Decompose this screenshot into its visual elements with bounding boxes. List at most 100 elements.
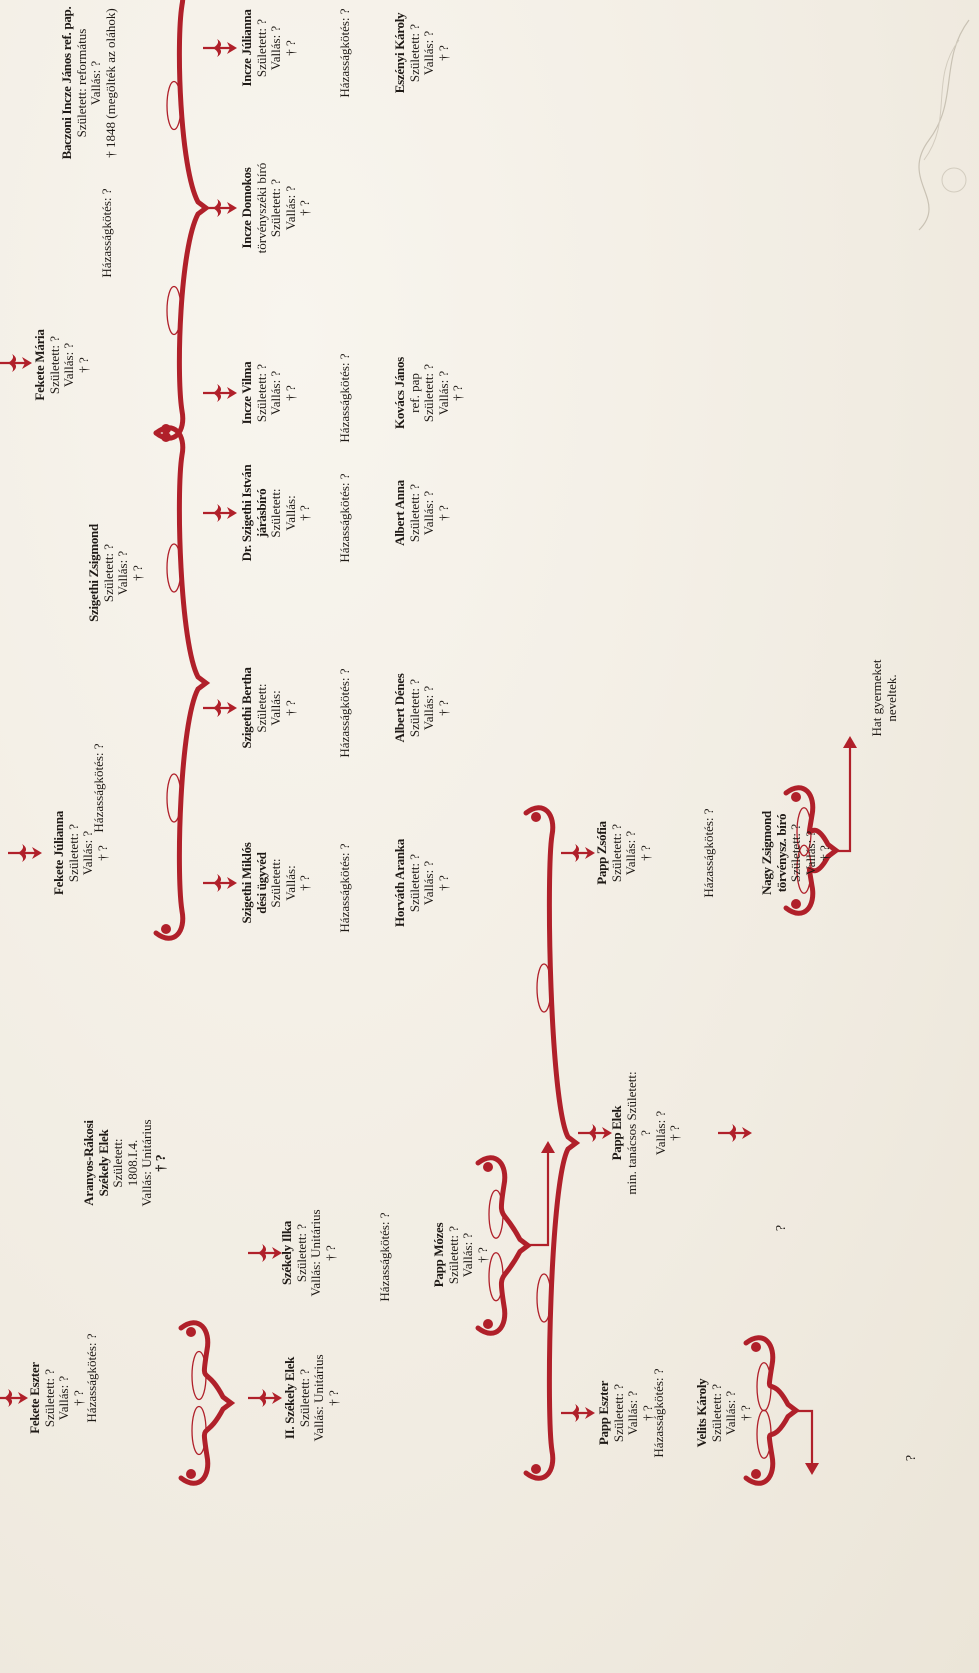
marriage-label: Házasságkötés: ? — [91, 743, 106, 833]
marker-arrow-icon — [227, 387, 237, 399]
ornament-loop — [166, 285, 182, 336]
note-unknown-children-2: ? — [774, 1224, 789, 1232]
person-nagy-zsigmond: Nagy Zsigmond törvénysz. bíró Született:… — [759, 811, 832, 895]
person-papp-elek: Papp Elek min. tanácsos Született: ? Val… — [609, 1071, 682, 1195]
connector-line — [835, 743, 852, 853]
marker-arrow-icon — [227, 507, 237, 519]
person-incze-domokos: Incze Domokos törvényszéki bíró Születet… — [239, 162, 312, 254]
marker-arrow-icon — [585, 847, 595, 859]
fleur-icon — [588, 1124, 597, 1142]
ornament-loop — [536, 1273, 552, 1323]
ornament-dot-icon — [751, 1469, 761, 1479]
ornament-dot-icon — [186, 1469, 196, 1479]
fleur-icon — [571, 1404, 580, 1422]
ornament-loop — [191, 1350, 207, 1401]
person-name: Fekete Eszter — [27, 1362, 42, 1434]
ornament-brace — [153, 425, 211, 941]
marriage-label: Házasságkötés: ? — [337, 8, 352, 98]
ornament-loop — [166, 80, 182, 131]
fleur-icon — [213, 874, 222, 892]
connector-line — [525, 1153, 550, 1247]
person-incze-vilma: Incze Vilma Született: ? Vallás: ? † ? — [239, 361, 298, 425]
fleur-icon — [258, 1389, 267, 1407]
ornament-loop — [488, 1252, 504, 1302]
ornament-dot-icon — [186, 1327, 196, 1337]
marker-arrow-icon — [742, 1127, 752, 1139]
person-eszenyi-karoly: Eszényi Károly Született: ? Vallás: ? † … — [392, 12, 451, 94]
ornament-dot-icon — [531, 1464, 541, 1474]
fleur-icon — [213, 39, 222, 57]
marriage-label: Házasságkötés: ? — [701, 808, 716, 898]
ornament-loop — [796, 844, 812, 894]
marriage-label: Házasságkötés: ? — [377, 1212, 392, 1302]
marriage-label: Házasságkötés: ? — [84, 1333, 99, 1423]
marker-arrow-icon — [272, 1247, 282, 1259]
ornament-loop — [166, 543, 182, 593]
person-szigethi-zsigmond: Szigethi Zsigmond Született: ? Vallás: ?… — [86, 524, 145, 622]
note-unknown-children-1: ? — [904, 1454, 919, 1462]
person-papp-mozes: Papp Mózes Született: ? Vallás: ? † ? — [431, 1222, 490, 1288]
marker-arrow-icon — [585, 1407, 595, 1419]
ornament-dot-icon — [161, 424, 171, 434]
ornament-dot-icon — [531, 812, 541, 822]
ornament-brace — [153, 0, 211, 441]
ornament-dot-icon — [791, 899, 801, 909]
person-papp-zsofia: Papp Zsófia Született: ? Vallás: ? † ? — [594, 821, 653, 885]
marker-arrow-icon — [18, 1392, 28, 1404]
marriage-label: Házasságkötés: ? — [651, 1368, 666, 1458]
fleur-icon — [213, 199, 222, 217]
ornament-loop — [166, 773, 182, 823]
connector-arrow-icon — [805, 1463, 819, 1475]
connector-arrow-icon — [541, 1141, 555, 1153]
person-albert-anna: Albert Anna Született: ? Vallás: ? † ? — [392, 480, 451, 546]
ornament-loop — [756, 1362, 772, 1412]
marker-arrow-icon — [272, 1392, 282, 1404]
fleur-icon — [8, 354, 17, 372]
ornament-dot-icon — [791, 792, 801, 802]
person-papp-eszter: Papp Eszter Született: ? Vallás: ? † ? — [596, 1380, 655, 1446]
person-fekete-eszter: Fekete Eszter Született: ? Vallás: ? † ? — [27, 1343, 86, 1453]
person-born: Született: ? — [41, 1368, 57, 1428]
fleur-icon — [18, 844, 27, 862]
marriage-label: Házasságkötés: ? — [99, 188, 114, 278]
person-aranyos-szekely-elek: Aranyos-Rákosi Székely Elek Született: 1… — [81, 1119, 169, 1207]
ornament-dot-icon — [483, 1319, 493, 1329]
ornament-loop — [796, 807, 812, 857]
person-baczoni-incze-janos: Baczoni Incze János ref. pap. Született:… — [59, 6, 118, 160]
person-ii-szekely-elek: II. Székely Elek Született: ? Vallás: Un… — [282, 1354, 341, 1442]
person-velits-karoly: Velits Károly Született: ? Vallás: ? † ? — [694, 1378, 753, 1448]
ornament-brace — [178, 1320, 236, 1486]
marriage-label: Házasságkötés: ? — [337, 843, 352, 933]
fleur-icon — [571, 844, 580, 862]
ornament-dot-icon — [751, 1342, 761, 1352]
marker-arrow-icon — [602, 1127, 612, 1139]
fleur-icon — [258, 1244, 267, 1262]
marker-arrow-icon — [227, 702, 237, 714]
marriage-label: Házasságkötés: ? — [337, 473, 352, 563]
fleur-icon — [4, 1389, 13, 1407]
marriage-label: Házasságkötés: ? — [337, 353, 352, 443]
marker-arrow-icon — [227, 877, 237, 889]
decorative-sketch-icon — [918, 19, 970, 231]
person-horvath-aranka: Horváth Aranka Született: ? Vallás: ? † … — [392, 839, 451, 927]
person-religion: Vallás: ? — [56, 1375, 71, 1421]
person-incze-julianna: Incze Júlianna Született: ? Vallás: ? † … — [239, 9, 298, 87]
person-albert-denes: Albert Dénes Született: ? Vallás: ? † ? — [392, 673, 451, 743]
fleur-icon — [213, 384, 222, 402]
person-szigethi-istvan: Dr. Szigethi István járásbíró Született:… — [239, 464, 312, 562]
person-szigethi-miklos: Szigethi Miklós dési ügyvéd Született: V… — [239, 842, 312, 924]
fleur-icon — [213, 699, 222, 717]
person-kovacs-janos: Kovács János ref. pap Született: ? Vallá… — [392, 357, 465, 429]
ornament-loop — [488, 1189, 504, 1239]
marker-arrow-icon — [32, 847, 42, 859]
connector-arrow-icon — [843, 736, 857, 748]
ornament-loop — [191, 1405, 207, 1456]
fleur-icon — [213, 504, 222, 522]
connector-line — [795, 1409, 814, 1468]
marker-arrow-icon — [227, 202, 237, 214]
marriage-label: Házasságkötés: ? — [337, 668, 352, 758]
ornament-brace — [743, 1335, 801, 1486]
ornament-dot-icon — [161, 924, 171, 934]
